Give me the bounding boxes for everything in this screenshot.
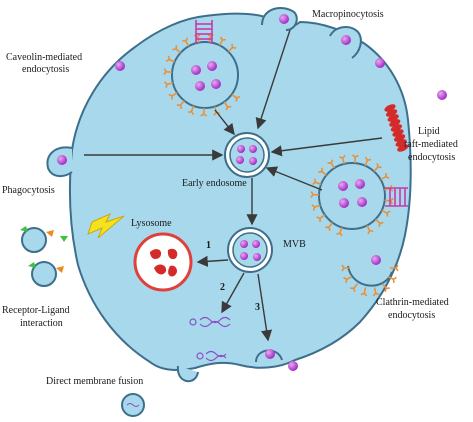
coat-spike <box>165 55 176 63</box>
receptor-ligand-cells <box>20 226 68 287</box>
clathrin-vesicle <box>310 154 408 237</box>
coat-spike <box>325 222 333 232</box>
lipid-raft <box>384 104 409 152</box>
mvb <box>227 227 273 273</box>
coat-spike <box>366 225 374 235</box>
label-pathway-2: 2 <box>220 282 225 293</box>
arrows <box>84 29 383 342</box>
label-mvb: MVB <box>283 239 306 250</box>
label-lipid-2: raft-mediated <box>404 139 458 150</box>
coat-spike <box>231 93 241 102</box>
fusion-bulge <box>176 365 199 382</box>
mirna-icon <box>189 316 231 328</box>
coat-spike <box>218 36 227 46</box>
coat-spike <box>318 167 327 176</box>
coat-spike <box>182 37 190 47</box>
coat-spike <box>380 173 390 181</box>
coat-spike <box>311 204 321 211</box>
fusion-vesicle <box>121 393 145 417</box>
coat-spike <box>327 159 336 169</box>
raft-bead <box>397 144 409 152</box>
coat-spike <box>360 287 368 297</box>
coat-spike <box>336 227 343 237</box>
label-direct-fusion: Direct membrane fusion <box>46 376 143 387</box>
coat-spike <box>373 163 382 172</box>
coat-spike <box>310 191 320 198</box>
coat-spike <box>374 218 384 228</box>
coat-spike <box>341 264 350 272</box>
coat-spike <box>163 81 174 88</box>
lysosome <box>133 232 193 292</box>
lightning-icon <box>87 212 125 239</box>
coat-spike <box>312 178 322 186</box>
coat-spike <box>163 68 173 76</box>
coat-spike <box>364 156 372 167</box>
particle <box>437 90 447 100</box>
coat-spike <box>343 275 353 283</box>
coat-spike <box>168 92 178 100</box>
clathrin-pit <box>341 255 399 297</box>
coat-spike <box>200 107 208 117</box>
coat-spike <box>387 275 397 283</box>
exosome-bud <box>255 349 298 371</box>
coat-spike <box>381 283 390 293</box>
coat-spike <box>350 283 359 293</box>
early-endosome <box>224 132 270 178</box>
coat-spike <box>172 45 182 54</box>
particle <box>115 61 125 71</box>
label-phagocytosis: Phagocytosis <box>2 185 55 196</box>
coat-spike <box>372 287 380 297</box>
label-lipid-3: endocytosis <box>408 152 455 163</box>
coat-spike <box>187 105 195 115</box>
coat-spike <box>339 154 346 165</box>
label-lysosome: Lysosome <box>131 218 172 229</box>
caveolin-coil <box>195 20 213 44</box>
label-caveolin-2: endocytosis <box>22 64 69 75</box>
macropinocytosis-ruffle <box>261 7 385 68</box>
label-lipid-1: Lipid <box>418 126 440 137</box>
label-pathway-1: 1 <box>206 240 211 251</box>
label-receptor-2: interaction <box>20 318 63 329</box>
caveolin-vesicle <box>163 20 241 117</box>
label-receptor-1: Receptor-Ligand <box>2 305 70 316</box>
mirna-icon <box>196 350 227 362</box>
coat-spike <box>390 264 399 272</box>
label-pathway-3: 3 <box>255 302 260 313</box>
coat-spike <box>227 43 237 53</box>
label-early-endosome: Early endosome <box>182 178 247 189</box>
phagocytosis-bulge <box>46 146 73 178</box>
label-caveolin-1: Caveolin-mediated <box>6 52 82 63</box>
coat-spike <box>176 100 185 109</box>
coat-spike <box>381 209 391 217</box>
label-macropinocytosis: Macropinocytosis <box>312 9 384 20</box>
label-clathrin-1: Clathrin-mediated <box>376 297 449 308</box>
coat-spike <box>223 101 232 111</box>
coat-spike <box>351 154 359 164</box>
label-clathrin-2: endocytosis <box>388 310 435 321</box>
coat-spike <box>316 214 326 222</box>
